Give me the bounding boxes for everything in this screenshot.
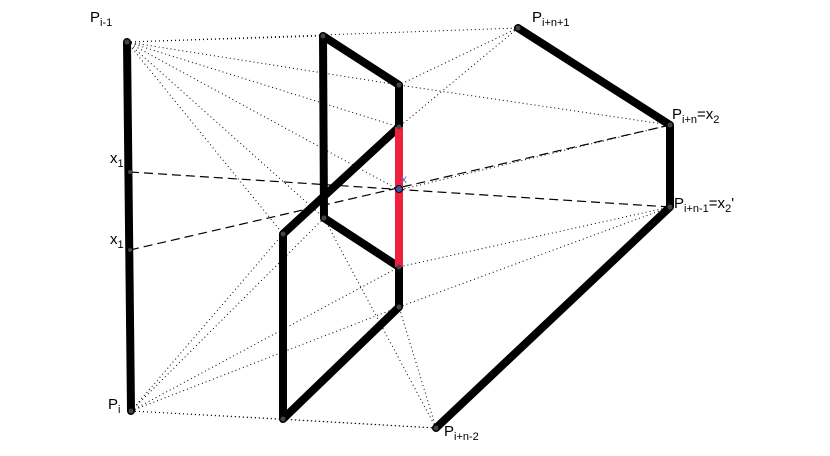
vertex-point bbox=[128, 408, 134, 414]
vertex-point bbox=[667, 122, 673, 128]
dashed-line-x1-lower-to-p-i-n bbox=[129, 124, 671, 251]
vertex-point bbox=[321, 215, 327, 221]
vertex-point bbox=[280, 231, 286, 237]
label-p-i-n-minus-2: Pi+n-2 bbox=[444, 423, 479, 443]
vertex-point bbox=[396, 304, 402, 310]
right-chain-polyline bbox=[432, 24, 674, 432]
label-p-i-n-plus-1: Pi+n+1 bbox=[532, 9, 570, 29]
intersection-label-x: x bbox=[401, 172, 407, 186]
vertex-point bbox=[667, 204, 673, 210]
label-x1-lower: x1 bbox=[110, 231, 124, 251]
vertex-point bbox=[320, 33, 326, 39]
intersection-point-x bbox=[395, 185, 403, 193]
vertex-point bbox=[128, 170, 132, 174]
vertex-points bbox=[124, 25, 673, 431]
vertex-point bbox=[124, 39, 130, 45]
vertex-point bbox=[396, 82, 402, 88]
vertex-point bbox=[280, 416, 286, 422]
label-x1-upper: x1 bbox=[110, 150, 124, 170]
vertex-point bbox=[433, 425, 439, 431]
vertex-point bbox=[128, 248, 132, 252]
label-p-i-n-minus-1: Pi+n-1=x2' bbox=[674, 195, 734, 215]
upper-quad-polyline bbox=[279, 32, 403, 423]
label-p-i-minus-1: Pi-1 bbox=[90, 9, 112, 29]
segment-p-i-minus-1-to-p-i bbox=[123, 38, 135, 415]
label-p-i: Pi bbox=[108, 396, 120, 416]
vertex-point bbox=[396, 124, 402, 130]
vertex-point bbox=[396, 264, 402, 270]
vertex-point bbox=[515, 25, 521, 31]
label-p-i-n: Pi+n=x2 bbox=[672, 106, 719, 126]
